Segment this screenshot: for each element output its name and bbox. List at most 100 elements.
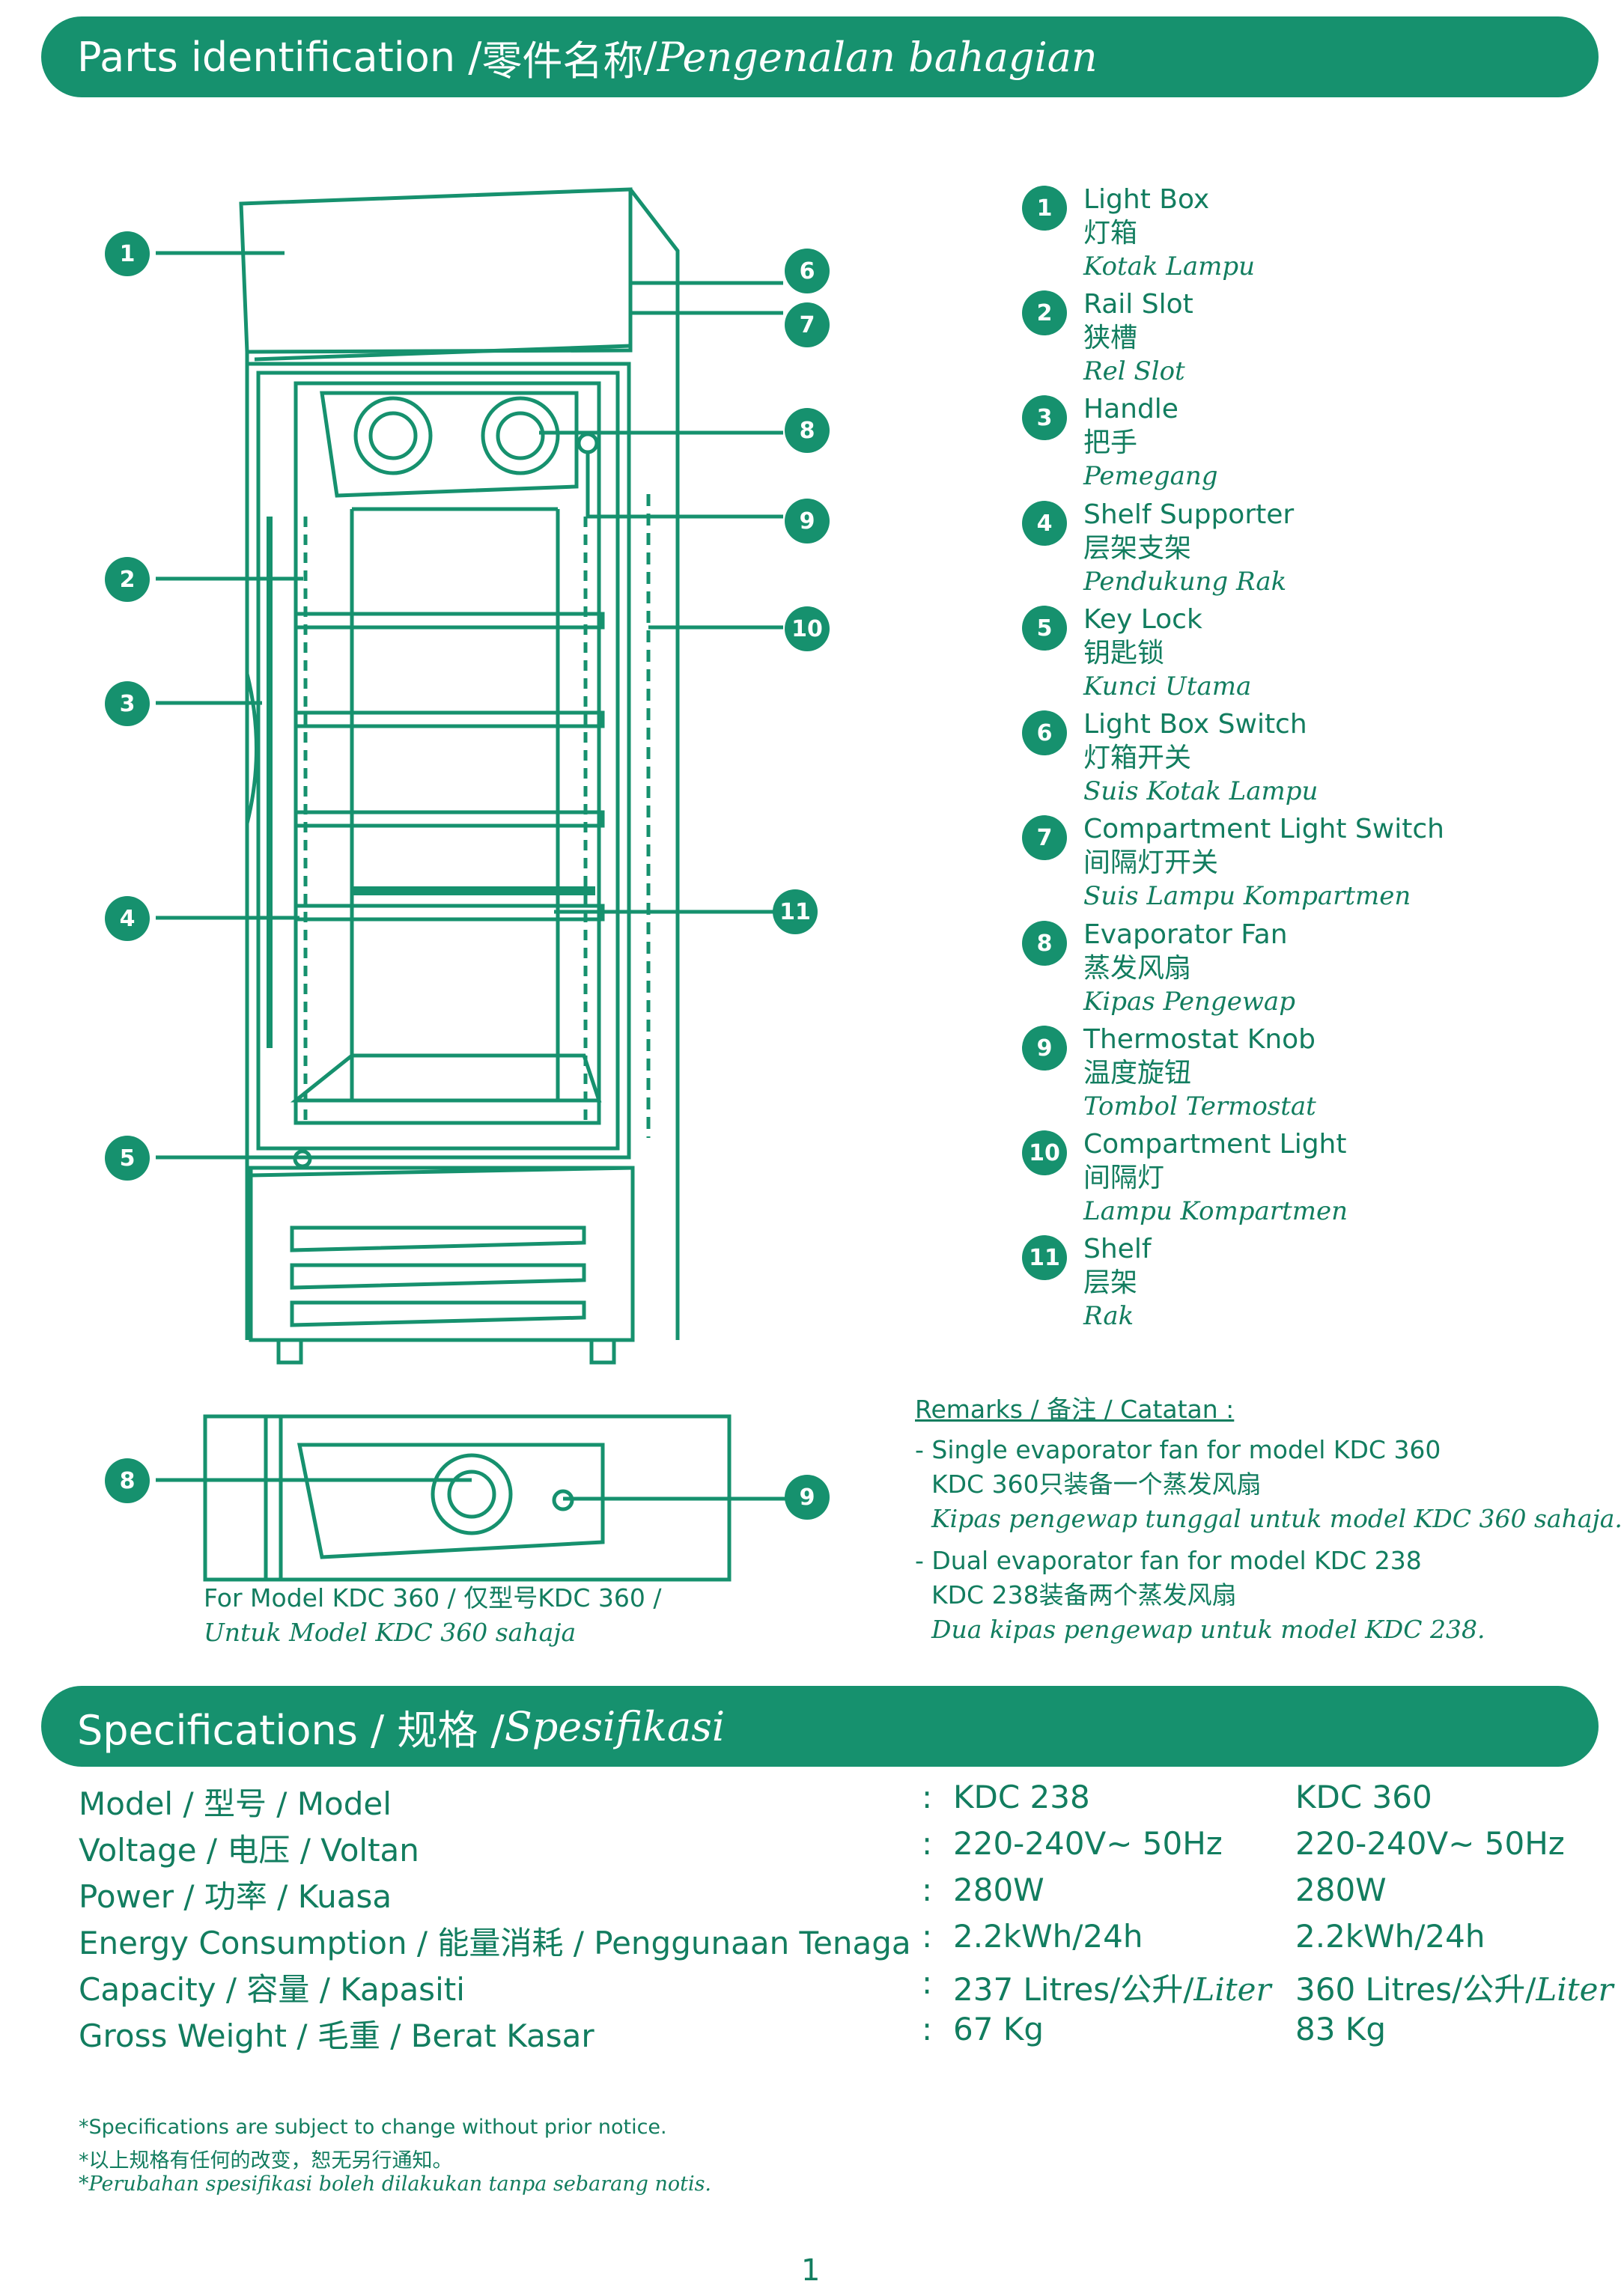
- remark-2-en: - Dual evaporator fan for model KDC 238: [915, 1546, 1422, 1575]
- remark-2-my: Dua kipas pengewap untuk model KDC 238.: [931, 1615, 1485, 1644]
- callout-10: 10: [785, 606, 830, 651]
- model-note: For Model KDC 360 / 仅型号KDC 360 / Untuk M…: [204, 1581, 661, 1650]
- spec-value-kdc238: 2.2kWh/24h: [953, 1918, 1143, 1955]
- capacity-unit-my: Liter: [1536, 1971, 1614, 2008]
- part-name-my: Pendukung Rak: [1083, 567, 1287, 597]
- part-number-badge: 6: [1022, 710, 1067, 755]
- part-number-badge: 10: [1022, 1130, 1067, 1175]
- spec-row-weight: Gross Weight / 毛重 / Berat Kasar : 67 Kg …: [79, 2011, 1614, 2057]
- part-name-my: Suis Lampu Kompartmen: [1083, 881, 1411, 911]
- callout-4: 4: [105, 896, 150, 941]
- part-number-badge: 4: [1022, 501, 1067, 546]
- thermostat-knob: [577, 432, 599, 454]
- callout-3: 3: [105, 681, 150, 726]
- part-name-cn: 灯箱开关: [1083, 743, 1192, 773]
- spec-value-kdc360: 280W: [1295, 1872, 1387, 1908]
- callout-9: 9: [785, 499, 830, 543]
- model-note-line1: For Model KDC 360 / 仅型号KDC 360 /: [204, 1583, 662, 1613]
- part-name-my: Rel Slot: [1083, 356, 1185, 386]
- spec-row-energy: Energy Consumption / 能量消耗 / Penggunaan T…: [79, 1918, 1614, 1964]
- base-unit: [249, 1166, 635, 1342]
- callout-2: 2: [105, 557, 150, 602]
- spec-colon: :: [922, 1872, 933, 1908]
- model-note-line2: Untuk Model KDC 360 sahaja: [204, 1618, 577, 1647]
- part-name-en: Light Box Switch: [1083, 709, 1307, 740]
- capacity-unit-my: Liter: [1193, 1971, 1271, 2008]
- door-frame: [245, 362, 631, 1160]
- spec-label: Energy Consumption / 能量消耗 / Penggunaan T…: [79, 1925, 911, 1961]
- part-name-cn: 钥匙锁: [1083, 638, 1165, 669]
- capacity-value: 237 Litres/公升/: [953, 1971, 1194, 2008]
- part-name-cn: 灯箱: [1083, 218, 1138, 249]
- spec-value-kdc360: 220-240V~ 50Hz: [1295, 1825, 1565, 1862]
- fan-right: [481, 396, 560, 475]
- footnote-cn: *以上规格有任何的改变，恕无另行通知。: [79, 2149, 453, 2172]
- fan-left: [353, 396, 433, 475]
- part-number-badge: 9: [1022, 1026, 1067, 1071]
- header-my: Pengenalan bahagian: [657, 33, 1098, 81]
- parts-identification-header: Parts identification / 零件名称 / Pengenalan…: [41, 16, 1599, 97]
- part-name-cn: 间隔灯: [1083, 1163, 1165, 1193]
- part-name-cn: 间隔灯开关: [1083, 847, 1219, 878]
- light-box: [239, 187, 633, 354]
- part-name-my: Pemegang: [1083, 461, 1218, 491]
- part-name-en: Rail Slot: [1083, 289, 1193, 320]
- part-name-en: Evaporator Fan: [1083, 919, 1288, 950]
- header-cn: 零件名称: [481, 37, 644, 85]
- spec-value-kdc360: 2.2kWh/24h: [1295, 1918, 1485, 1955]
- part-name-my: Suis Kotak Lampu: [1083, 776, 1319, 806]
- part-name-en: Shelf Supporter: [1083, 499, 1295, 530]
- spec-value-kdc360: 360 Litres/公升/Liter: [1295, 1964, 1614, 2010]
- spec-row-model: Model / 型号 / Model : KDC 238 KDC 360: [79, 1779, 1614, 1825]
- fan-panel: [320, 391, 579, 498]
- part-number-badge: 3: [1022, 395, 1067, 440]
- part-name-en: Shelf: [1083, 1234, 1152, 1264]
- spec-label: Gross Weight / 毛重 / Berat Kasar: [79, 2018, 594, 2054]
- part-name-cn: 把手: [1083, 427, 1138, 458]
- part-name-en: Handle: [1083, 394, 1179, 424]
- inset-fan-diagram: [156, 1414, 786, 1582]
- part-name-cn: 温度旋钮: [1083, 1058, 1192, 1088]
- callout-6: 6: [785, 249, 830, 293]
- part-number-badge: 1: [1022, 186, 1067, 231]
- part-name-my: Kunci Utama: [1083, 672, 1252, 701]
- specs-header-my: Spesifikasi: [504, 1702, 726, 1750]
- callout-11: 11: [773, 889, 818, 934]
- spec-value-kdc238: 67 Kg: [953, 2011, 1044, 2047]
- part-name-my: Rak: [1083, 1301, 1134, 1331]
- spec-label: Voltage / 电压 / Voltan: [79, 1832, 419, 1869]
- spec-value-kdc238: 280W: [953, 1872, 1044, 1908]
- remark-1-my: Kipas pengewap tunggal untuk model KDC 3…: [931, 1504, 1621, 1533]
- part-number-badge: 2: [1022, 290, 1067, 335]
- remark-2-cn: KDC 238装备两个蒸发风扇: [931, 1580, 1237, 1610]
- spec-value-kdc238: 237 Litres/公升/Liter: [953, 1964, 1271, 2010]
- remarks-block: Remarks / 备注 / Catatan : - Single evapor…: [915, 1392, 1621, 1647]
- spec-row-capacity: Capacity / 容量 / Kapasiti : 237 Litres/公升…: [79, 1964, 1614, 2011]
- refrigerator-diagram: [156, 187, 786, 1582]
- spec-label: Model / 型号 / Model: [79, 1785, 392, 1822]
- part-number-badge: 11: [1022, 1235, 1067, 1280]
- part-name-en: Compartment Light: [1083, 1129, 1347, 1160]
- part-name-cn: 蒸发风扇: [1083, 953, 1192, 984]
- part-name-my: Tombol Termostat: [1083, 1091, 1316, 1121]
- part-name-en: Thermostat Knob: [1083, 1024, 1316, 1055]
- callout-7: 7: [785, 302, 830, 347]
- part-name-cn: 层架支架: [1083, 533, 1192, 564]
- spec-colon: :: [922, 1779, 933, 1815]
- part-name-en: Compartment Light Switch: [1083, 814, 1444, 844]
- part-number-badge: 5: [1022, 606, 1067, 651]
- part-name-my: Lampu Kompartmen: [1083, 1196, 1348, 1226]
- spec-label: Capacity / 容量 / Kapasiti: [79, 1971, 465, 2008]
- callout-inset-8: 8: [105, 1458, 150, 1503]
- spec-colon: :: [922, 1964, 933, 2001]
- remark-1-cn: KDC 360只装备一个蒸发风扇: [931, 1470, 1262, 1499]
- callout-5: 5: [105, 1136, 150, 1181]
- part-name-en: Key Lock: [1083, 604, 1202, 635]
- footnote-en: *Specifications are subject to change wi…: [79, 2116, 667, 2139]
- spec-label: Power / 功率 / Kuasa: [79, 1878, 392, 1915]
- spec-value-kdc360: KDC 360: [1295, 1779, 1432, 1815]
- page-number: 1: [801, 2253, 821, 2288]
- spec-row-voltage: Voltage / 电压 / Voltan : 220-240V~ 50Hz 2…: [79, 1825, 1614, 1872]
- part-name-en: Light Box: [1083, 184, 1210, 215]
- capacity-value: 360 Litres/公升/: [1295, 1971, 1536, 2008]
